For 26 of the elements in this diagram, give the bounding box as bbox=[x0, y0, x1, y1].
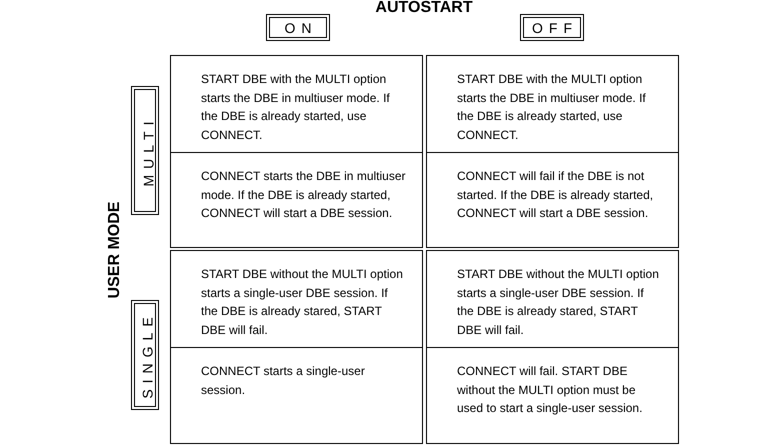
row-heading: USER MODE bbox=[107, 202, 123, 298]
header-text: OFF bbox=[532, 20, 578, 36]
cell-text: CONNECT starts the DBE in multiuser mode. If the DBE is already started, CONNECT will start a DBE session. bbox=[201, 168, 406, 222]
cell-text: CONNECT will fail if the DBE is not started. If the DBE is already started, CONNECT will start a DBE session. bbox=[457, 168, 654, 222]
table-cell bbox=[170, 152, 423, 248]
cell-text: START DBE without the MULTI option starts a single-user DBE session. If the DBE is already stared, START DBE will fail. bbox=[201, 266, 404, 338]
row-header-box bbox=[131, 300, 159, 410]
cell-text: START DBE without the MULTI option starts a single-user DBE session. If the DBE is already stared, START DBE will fail. bbox=[457, 266, 660, 338]
column-heading: AUTOSTART bbox=[375, 0, 473, 16]
table-cell bbox=[426, 250, 679, 348]
table-cell bbox=[170, 55, 423, 153]
table-cell bbox=[426, 55, 679, 153]
table-cell bbox=[426, 152, 679, 248]
cell-text: CONNECT starts a single-user session. bbox=[201, 363, 366, 398]
table-cell bbox=[426, 347, 679, 444]
cell-text: START DBE with the MULTI option starts the DBE in multiuser mode. If the DBE is already started, use CONNECT. bbox=[457, 71, 647, 144]
header-text: ON bbox=[284, 20, 318, 36]
header-text: SINGLE bbox=[140, 311, 156, 399]
header-text: MULTI bbox=[140, 115, 156, 186]
table-cell bbox=[170, 347, 423, 444]
cell-text: START DBE with the MULTI option starts the DBE in multiuser mode. If the DBE is already started, use CONNECT. bbox=[201, 71, 391, 144]
column-header-box bbox=[520, 14, 584, 41]
cell-text: CONNECT will fail. START DBE without the MULTI option must be used to start a single-user session. bbox=[457, 363, 644, 417]
row-header-box bbox=[131, 86, 159, 215]
table-cell bbox=[170, 250, 423, 348]
column-header-box bbox=[266, 14, 330, 41]
